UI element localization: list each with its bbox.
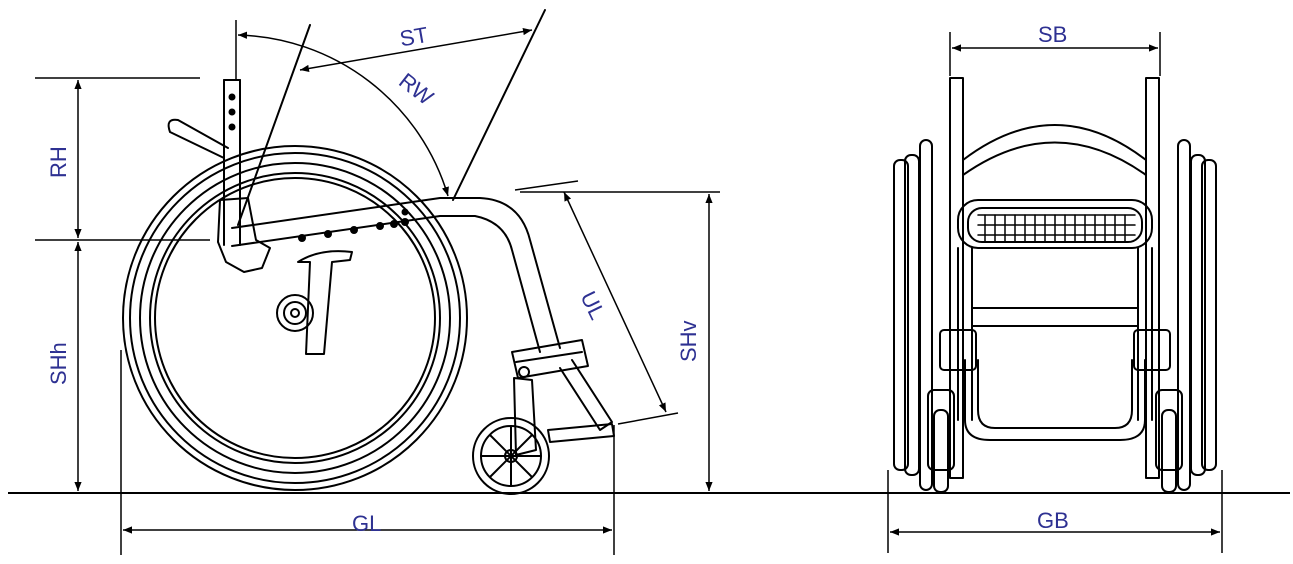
st-label: ST	[398, 22, 430, 52]
shh-label: SHh	[46, 342, 71, 385]
gl-label: GL	[352, 511, 381, 536]
side-frame	[231, 197, 561, 349]
front-backrest-upholstery	[962, 124, 1147, 161]
seat-back-line	[452, 9, 546, 201]
caster-wheel	[472, 417, 550, 495]
brake-lever	[297, 250, 353, 355]
front-frame-tubes	[957, 247, 1153, 421]
seat-cushion-pattern	[977, 214, 1136, 243]
shv-label: SHv	[676, 320, 701, 362]
front-seat-frame	[957, 199, 1153, 249]
ul-extension-bottom	[617, 412, 679, 425]
front-view-labels: SB GB	[1037, 22, 1069, 533]
gb-label: GB	[1037, 508, 1069, 533]
front-footrest	[964, 359, 1146, 441]
backrest-line	[237, 24, 311, 226]
front-rear-wheel-left	[893, 139, 933, 491]
side-view	[122, 9, 615, 495]
rear-wheel-hub	[276, 294, 314, 332]
ul-dimension-line	[563, 191, 667, 413]
front-view	[893, 77, 1217, 493]
frame-holes	[298, 208, 409, 242]
footrest-tube	[559, 359, 613, 431]
rh-label: RH	[46, 146, 71, 178]
front-backrest-posts	[949, 77, 1160, 479]
ul-label: UL	[576, 287, 611, 323]
axle-plate	[217, 197, 271, 273]
sb-label: SB	[1038, 22, 1067, 47]
caster-housing	[511, 339, 589, 379]
front-rear-wheel-right	[1177, 139, 1217, 491]
caster-fork	[513, 377, 537, 456]
side-view-dimensions	[35, 20, 720, 555]
push-handle	[167, 118, 229, 159]
front-caster-left	[927, 329, 977, 493]
front-caster-right	[1133, 329, 1183, 493]
rw-arc	[237, 31, 449, 197]
rw-label: RW	[394, 68, 438, 110]
ul-extension-top	[514, 180, 579, 191]
front-view-dimensions	[887, 32, 1223, 553]
